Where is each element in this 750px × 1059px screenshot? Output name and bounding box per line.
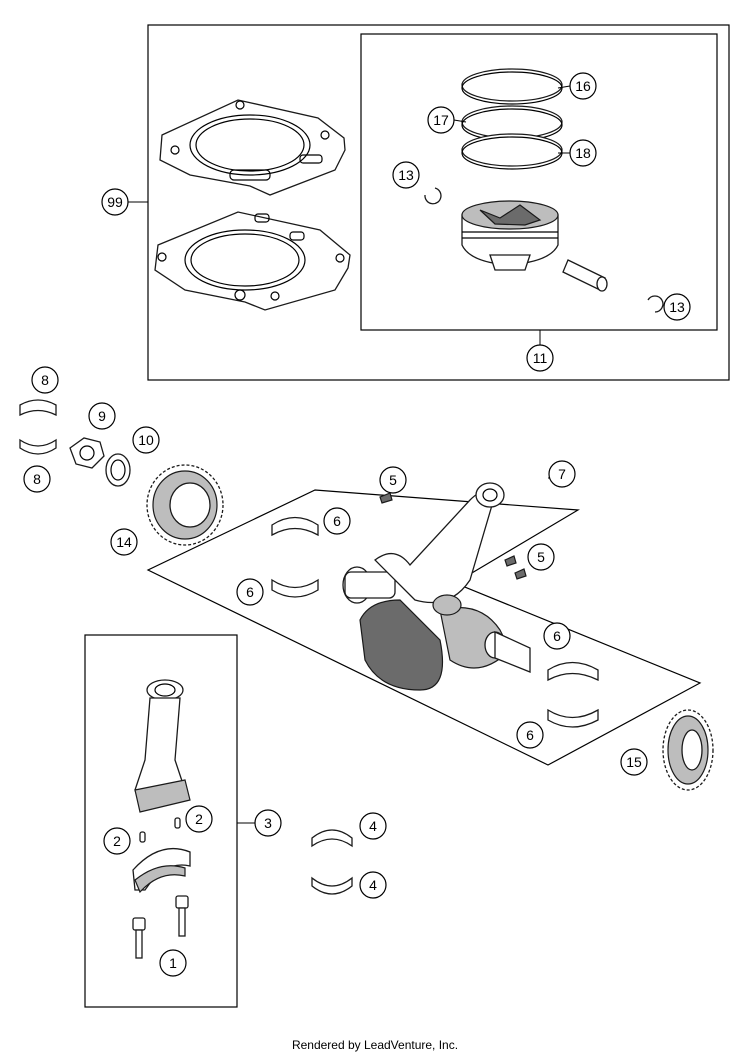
conrod-bolt-1-left: [132, 917, 146, 959]
callout-label: 5: [389, 472, 397, 488]
callout-label: 1: [169, 955, 177, 971]
washer-10: [105, 453, 131, 487]
callout-8-bottom[interactable]: 8: [23, 465, 51, 493]
callout-15[interactable]: 15: [620, 748, 648, 776]
callout-6-top[interactable]: 6: [323, 507, 351, 535]
footer-credit: Rendered by LeadVenture, Inc.: [291, 1038, 459, 1052]
callout-99[interactable]: 99: [101, 188, 129, 216]
key-5-b: [504, 555, 517, 567]
callout-6-left[interactable]: 6: [236, 578, 264, 606]
bearing-shell-4-bottom: [311, 876, 353, 895]
callout-label: 2: [113, 833, 121, 849]
callout-16[interactable]: 16: [569, 72, 597, 100]
conrod-cap: [132, 848, 191, 894]
callout-13-right[interactable]: 13: [663, 293, 691, 321]
piston: [461, 200, 559, 271]
piston-ring-16: [461, 68, 563, 105]
callout-8-top[interactable]: 8: [31, 366, 59, 394]
callout-18[interactable]: 18: [569, 139, 597, 167]
circlip-left: [424, 187, 442, 205]
callout-9[interactable]: 9: [88, 402, 116, 430]
callout-2-left[interactable]: 2: [103, 827, 131, 855]
callout-label: 4: [369, 877, 377, 893]
connecting-rod: [134, 679, 191, 813]
crankshaft-frame-7: [146, 489, 702, 766]
hex-nut-9: [69, 437, 105, 469]
piston-kit-frame-11: [360, 33, 718, 331]
gear-14: [146, 464, 224, 546]
piston-ring-17: [461, 105, 563, 142]
callout-label: 6: [246, 584, 254, 600]
callout-11[interactable]: 11: [526, 344, 554, 372]
callout-14[interactable]: 14: [110, 528, 138, 556]
callout-label: 8: [33, 471, 41, 487]
dowel-pin-2-left: [139, 831, 146, 843]
leader-lines: [128, 85, 571, 824]
conrod-bolt-1-right: [175, 895, 189, 937]
callout-label: 13: [669, 299, 685, 315]
bearing-shell-6-d: [547, 708, 599, 728]
callout-label: 10: [138, 432, 154, 448]
bearing-shell-6-a: [271, 516, 319, 537]
callout-label: 4: [369, 818, 377, 834]
conrod-kit-frame-3: [84, 634, 238, 1008]
callout-label: 6: [526, 727, 534, 743]
callout-5-top[interactable]: 5: [379, 466, 407, 494]
gear-15: [662, 709, 714, 791]
callout-6-right[interactable]: 6: [543, 622, 571, 650]
callout-label: 7: [558, 466, 566, 482]
callout-label: 9: [98, 408, 106, 424]
callout-4-bottom[interactable]: 4: [359, 871, 387, 899]
callout-7[interactable]: 7: [548, 460, 576, 488]
callout-3[interactable]: 3: [254, 809, 282, 837]
crankshaft: [342, 482, 531, 691]
bearing-shell-4-top: [311, 829, 353, 848]
callout-label: 15: [626, 754, 642, 770]
key-5-c: [514, 568, 527, 580]
callout-1[interactable]: 1: [159, 949, 187, 977]
key-5-a: [379, 492, 393, 504]
circlip-right: [647, 295, 664, 313]
callout-label: 6: [333, 513, 341, 529]
callout-17[interactable]: 17: [427, 106, 455, 134]
callout-5-right[interactable]: 5: [527, 543, 555, 571]
callout-label: 3: [264, 815, 272, 831]
callout-label: 16: [575, 78, 591, 94]
callout-label: 2: [195, 811, 203, 827]
callout-label: 18: [575, 145, 591, 161]
piston-pin: [562, 259, 608, 292]
callout-label: 8: [41, 372, 49, 388]
callout-13-left[interactable]: 13: [392, 161, 420, 189]
bearing-shell-6-c: [547, 661, 599, 682]
bearing-shell-6-b: [271, 578, 319, 598]
kit-frame-99: [147, 24, 730, 381]
callout-2-right[interactable]: 2: [185, 805, 213, 833]
callout-label: 17: [433, 112, 449, 128]
callout-4-top[interactable]: 4: [359, 812, 387, 840]
cylinder-head-gasket-top: [159, 99, 346, 196]
piston-ring-18: [461, 133, 563, 170]
bearing-shell-8-top: [19, 399, 57, 417]
callout-label: 14: [116, 534, 132, 550]
cylinder-head-gasket-bottom: [154, 211, 351, 311]
callout-label: 11: [533, 350, 548, 366]
callout-label: 99: [107, 194, 123, 210]
callout-label: 13: [398, 167, 414, 183]
callout-10[interactable]: 10: [132, 426, 160, 454]
dowel-pin-2-right: [174, 817, 181, 829]
callout-label: 6: [553, 628, 561, 644]
callout-6-bottom[interactable]: 6: [516, 721, 544, 749]
bearing-shell-8-bottom: [19, 438, 57, 455]
callout-label: 5: [537, 549, 545, 565]
